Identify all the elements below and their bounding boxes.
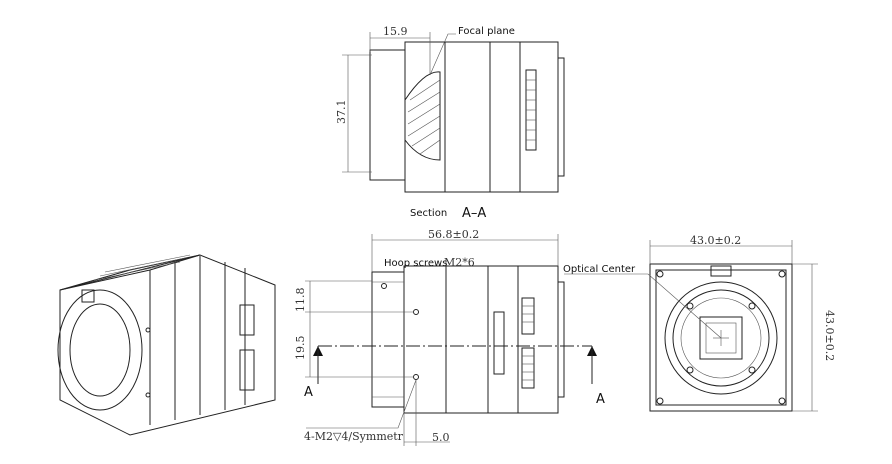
dim-37-1: 37.1 (335, 100, 348, 125)
section-label: Section (410, 208, 447, 219)
dim-11-8: 11.8 (294, 288, 307, 313)
dim-19-5: 19.5 (294, 336, 307, 361)
hoop-screws-spec: M2*6 (444, 256, 475, 269)
optical-center-label: Optical Center (563, 264, 636, 275)
screw-note: 4-M2▽4/Symmetr (304, 430, 404, 443)
front-dim-height: 43.0±0.2 (823, 310, 836, 361)
dim-5-0: 5.0 (432, 431, 450, 444)
front-dim-width: 43.0±0.2 (690, 234, 741, 247)
section-mark: A–A (462, 206, 486, 221)
section-mark-right: A (596, 392, 605, 407)
dim-length: 56.8±0.2 (428, 228, 479, 241)
dim-15-9: 15.9 (383, 25, 408, 38)
side-view: A A 56.8±0.2 Hoop screws M2*6 11.8 19.5 … (294, 228, 605, 446)
camera-isometric-view (57, 254, 276, 436)
hoop-screws-label: Hoop screws (384, 258, 447, 269)
front-view: 43.0±0.2 43.0±0.2 Optical Center (563, 234, 836, 412)
section-mark-left: A (304, 385, 313, 400)
focal-plane-label: Focal plane (458, 26, 515, 37)
section-view: 15.9 37.1 Focal plane Section A–A (335, 25, 565, 221)
